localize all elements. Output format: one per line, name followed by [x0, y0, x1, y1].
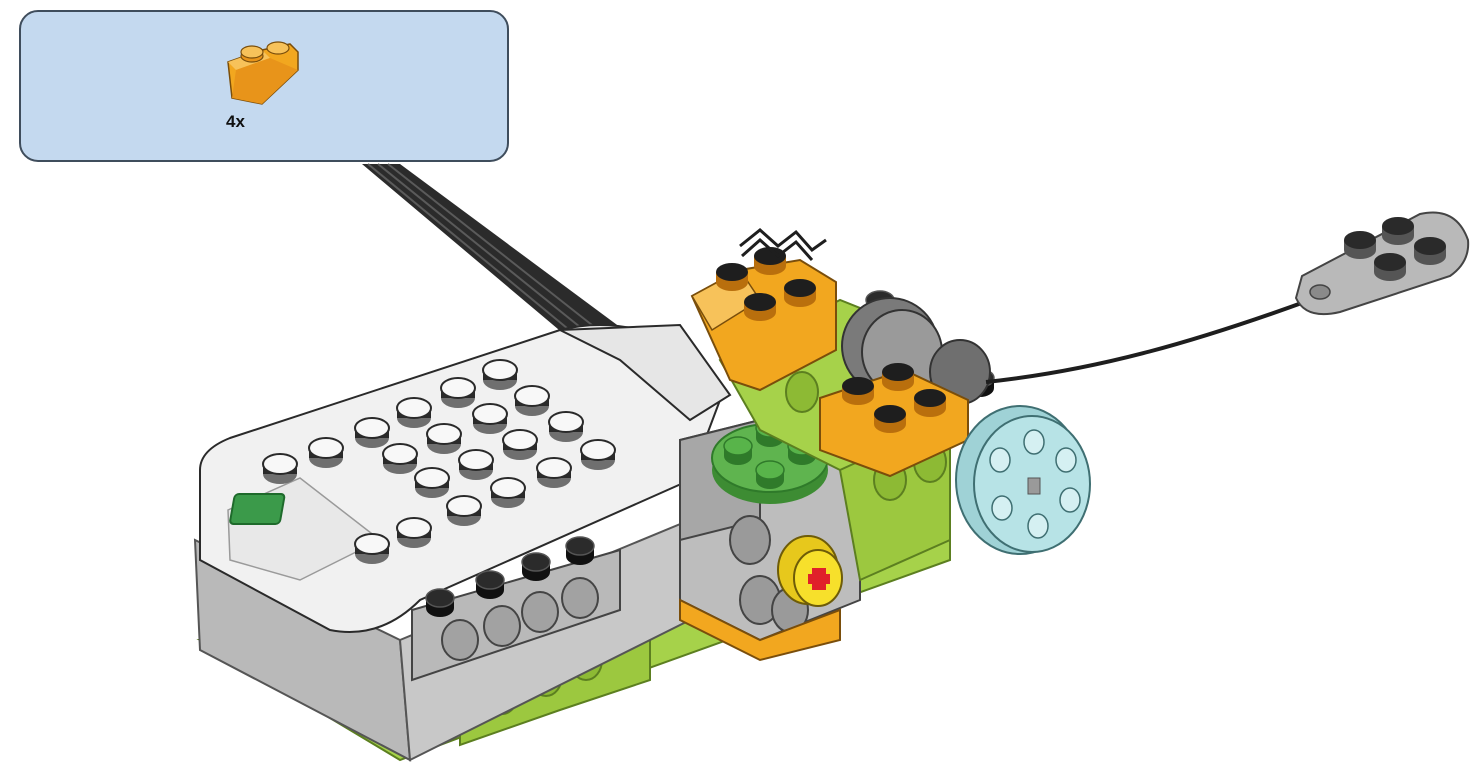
smarthub: [195, 325, 730, 760]
parts-callout: [20, 11, 508, 161]
grey-round-tile: [1296, 212, 1468, 314]
string: [986, 300, 1310, 382]
part-quantity-label: 4x: [226, 112, 245, 132]
trans-blue-wheel: [956, 406, 1090, 554]
hub-power-button: [230, 494, 285, 524]
